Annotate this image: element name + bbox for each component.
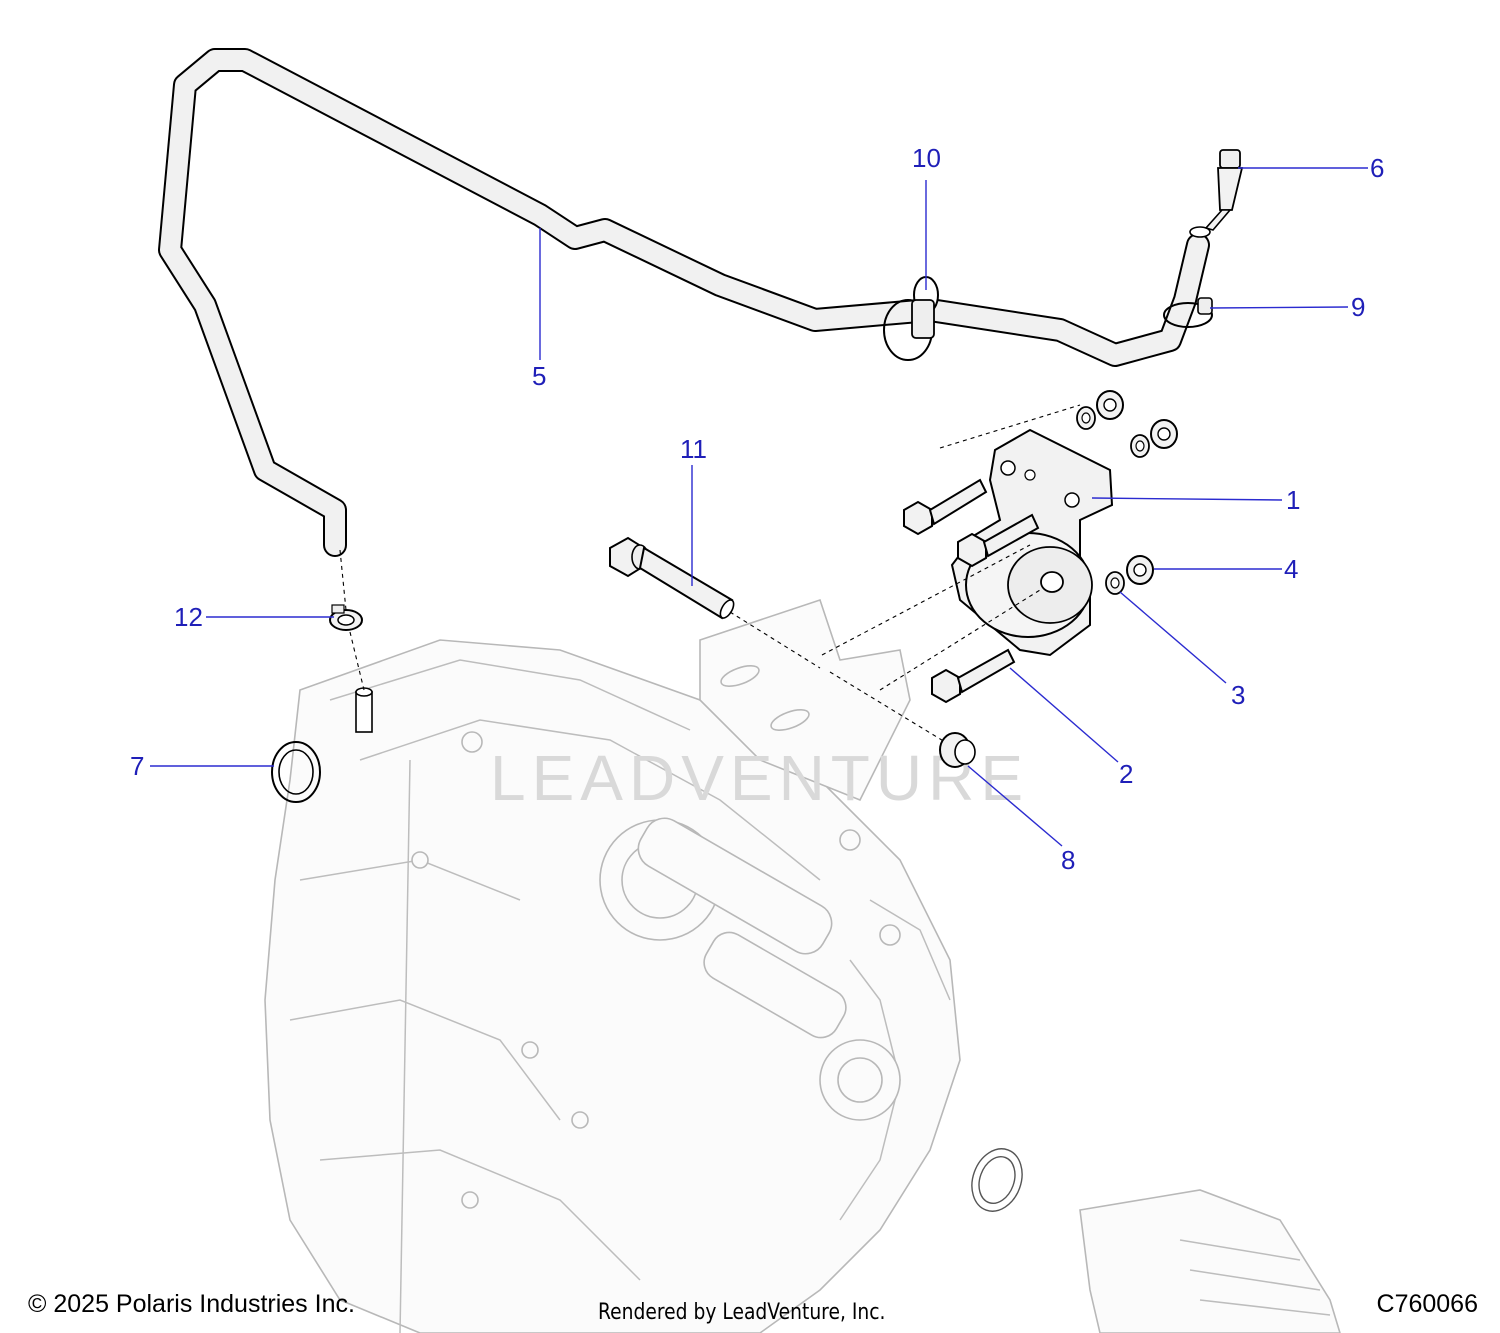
callout-11: 11	[680, 434, 707, 464]
engine-mount	[950, 428, 1114, 657]
callout-12: 12	[174, 602, 203, 632]
transmission-housing	[264, 598, 1341, 1333]
callout-9: 9	[1351, 292, 1365, 322]
vent-nipple	[355, 687, 373, 733]
diagram-code: C760066	[1376, 1290, 1478, 1318]
watermark: LEADVENTURE	[490, 742, 1029, 814]
bolt-2-upper	[903, 478, 988, 536]
hose-clamp-9	[1163, 297, 1213, 328]
nut-4-a	[1096, 390, 1124, 420]
callout-labels: 1 2 3 4 5 6 7 8 9 10 11 12	[130, 143, 1384, 875]
callout-6: 6	[1370, 153, 1384, 183]
o-ring-7	[271, 741, 321, 803]
nut-4-b	[1150, 419, 1178, 449]
callout-2: 2	[1119, 759, 1133, 789]
rendered-by-text: Rendered by LeadVenture, Inc.	[598, 1300, 886, 1325]
hose-clamp-12	[329, 604, 363, 631]
vent-fitting	[1204, 149, 1244, 231]
callout-3: 3	[1231, 680, 1245, 710]
vent-hose	[158, 48, 1211, 557]
hose-clamp-10	[883, 276, 939, 361]
callout-4: 4	[1284, 554, 1298, 584]
nut-8	[939, 732, 976, 768]
callout-5: 5	[532, 361, 546, 391]
callout-10: 10	[912, 143, 941, 173]
washer-3-b	[1130, 434, 1150, 458]
copyright-text: © 2025 Polaris Industries Inc.	[28, 1290, 355, 1318]
nut-4-c	[1126, 555, 1154, 585]
washer-3-a	[1076, 406, 1096, 430]
leader-lines	[150, 167, 1368, 847]
bolt-2-middle	[957, 513, 1040, 568]
callout-1: 1	[1286, 485, 1300, 515]
washer-3-c	[1105, 571, 1125, 595]
callout-8: 8	[1061, 845, 1075, 875]
bolt-11	[609, 536, 735, 620]
callout-7: 7	[130, 751, 144, 781]
bolt-2-lower	[931, 648, 1016, 704]
